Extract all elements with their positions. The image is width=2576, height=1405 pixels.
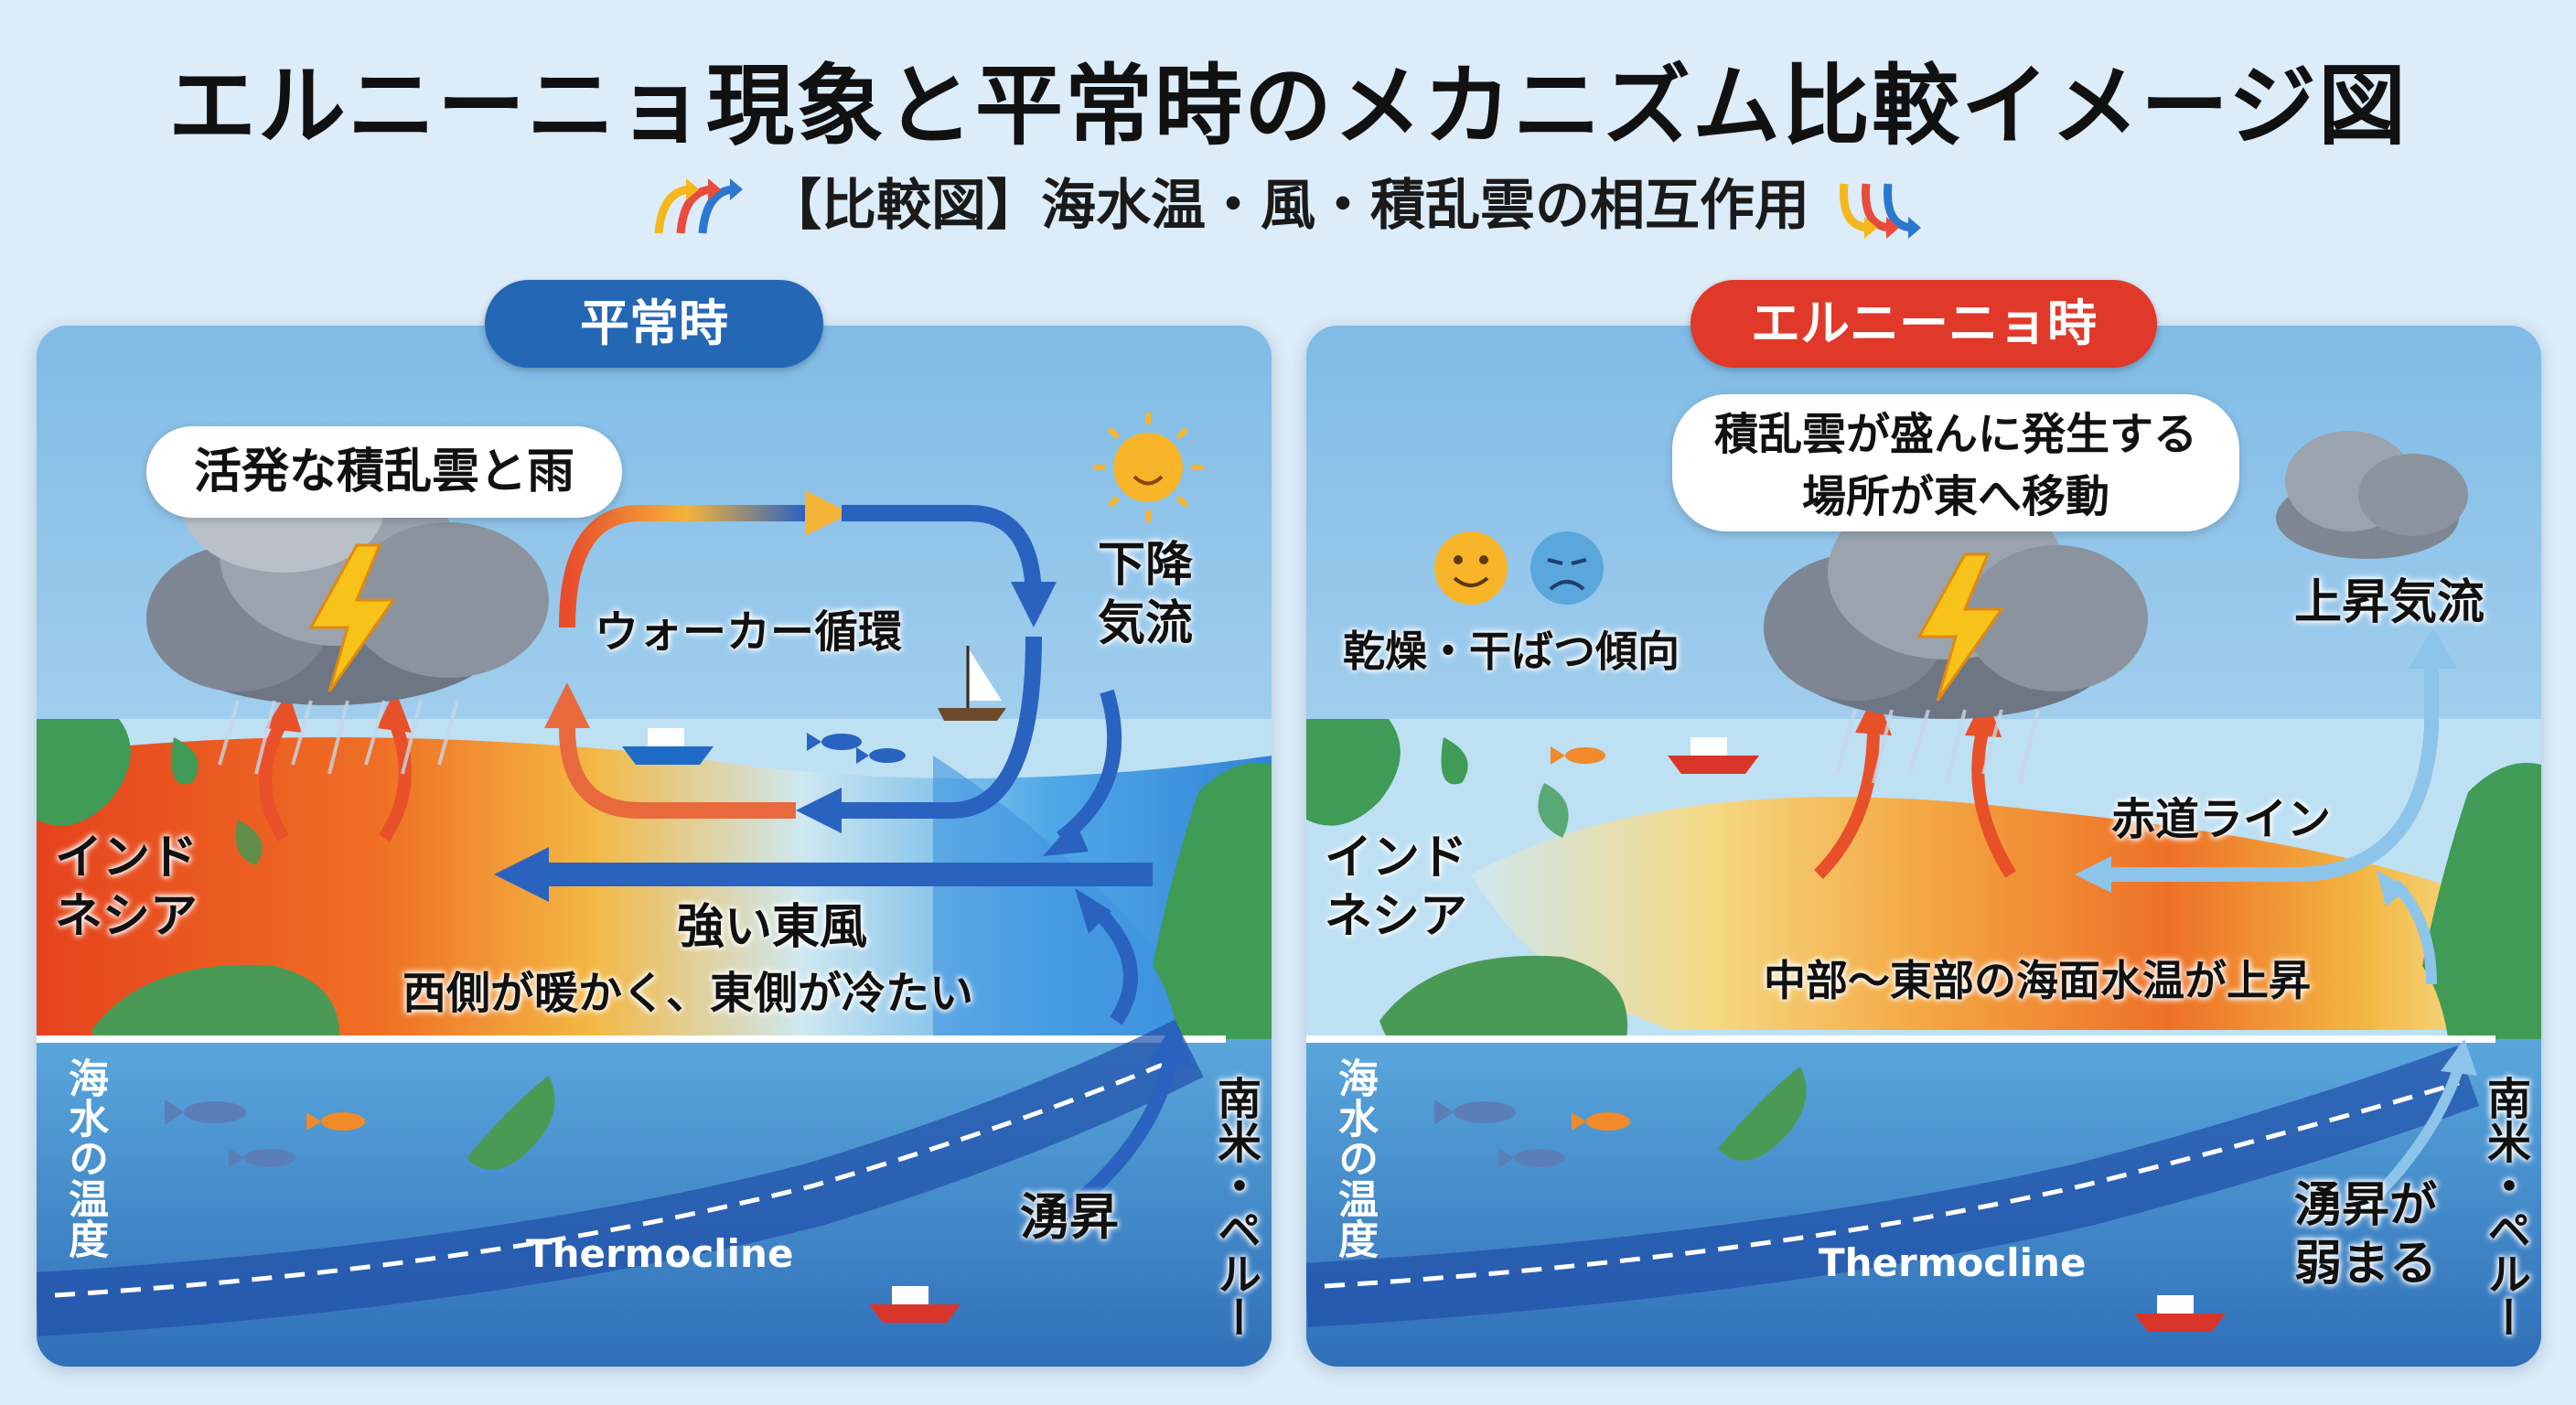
elnino-panel: 積乱雲が盛んに発生する 場所が東へ移動 乾燥・干ばつ傾向 上昇気流 赤道ライン … (1306, 326, 2541, 1367)
elnino-cloud-label: 積乱雲が盛んに発生する 場所が東へ移動 (1672, 394, 2239, 531)
temperature-note-label: 西側が暖かく、東側が冷たい (402, 968, 974, 1019)
rising-air-label: 上昇気流 (2294, 575, 2485, 630)
normal-scene (37, 326, 1272, 1367)
cloud-icon (2276, 431, 2468, 559)
fish-icon (165, 1099, 246, 1125)
happy-face-icon (1434, 531, 1508, 605)
ship-icon (869, 1286, 961, 1323)
page-title: エルニーニョ現象と平常時のメカニズム比較イメージ図 (167, 55, 2409, 157)
fish-icon (856, 747, 906, 764)
fish-icon (1551, 746, 1605, 765)
thermocline-label: Thermocline (1819, 1240, 2087, 1285)
fish-icon (1434, 1099, 1516, 1125)
equator-line-label: 赤道ライン (2111, 794, 2332, 845)
thermocline-label: Thermocline (526, 1231, 794, 1276)
fish-icon (229, 1148, 295, 1168)
normal-panel: 活発な積乱雲と雨 ウォーカー循環 下降 気流 インド ネシア 強い東風 西側が暖… (37, 326, 1272, 1367)
curved-arrows-icon (654, 178, 743, 234)
normal-tag: 平常時 (485, 280, 823, 368)
page-subtitle: 【比較図】海水温・風・積乱雲の相互作用 (0, 161, 2576, 241)
fish-icon (1498, 1148, 1565, 1168)
lightning-icon (1916, 552, 2004, 702)
south-america-label: 南米・ペルー (2479, 1076, 2530, 1339)
fish-icon (1572, 1112, 1630, 1131)
descending-air-label: 下降 気流 (1098, 538, 1194, 651)
strong-east-wind-label: 強い東風 (677, 900, 868, 955)
normal-cloud-label: 活発な積乱雲と雨 (146, 426, 622, 518)
south-america-label: 南米・ペルー (1209, 1076, 1261, 1339)
ship-icon (2134, 1295, 2226, 1332)
sun-icon (1093, 413, 1203, 522)
indonesia-label: インド ネシア (55, 831, 199, 944)
sailboat-icon (938, 646, 1006, 721)
indonesia-label: インド ネシア (1325, 831, 1468, 944)
fish-icon (807, 733, 862, 751)
weak-upwelling-label: 湧昇が 弱まる (2294, 1178, 2438, 1292)
drought-label: 乾燥・干ばつ傾向 (1343, 627, 1680, 676)
subtitle-text: 【比較図】海水温・風・積乱雲の相互作用 (767, 174, 1809, 238)
elnino-tag: エルニーニョ時 (1690, 280, 2157, 368)
curved-arrows-icon (1840, 184, 1921, 240)
ship-icon (622, 728, 714, 765)
lightning-icon (308, 543, 396, 692)
walker-circulation-label: ウォーカー循環 (595, 606, 903, 658)
ship-icon (1668, 737, 1759, 774)
sea-temperature-label: 海水の温度 (61, 1057, 108, 1259)
storm-cloud (1764, 486, 2148, 784)
temperature-note-label: 中部〜東部の海面水温が上昇 (1764, 956, 2311, 1005)
fish-icon (306, 1112, 365, 1131)
sea-temperature-label: 海水の温度 (1331, 1057, 1378, 1259)
upwelling-label: 湧昇 (1020, 1188, 1119, 1246)
sad-face-icon (1530, 531, 1604, 605)
